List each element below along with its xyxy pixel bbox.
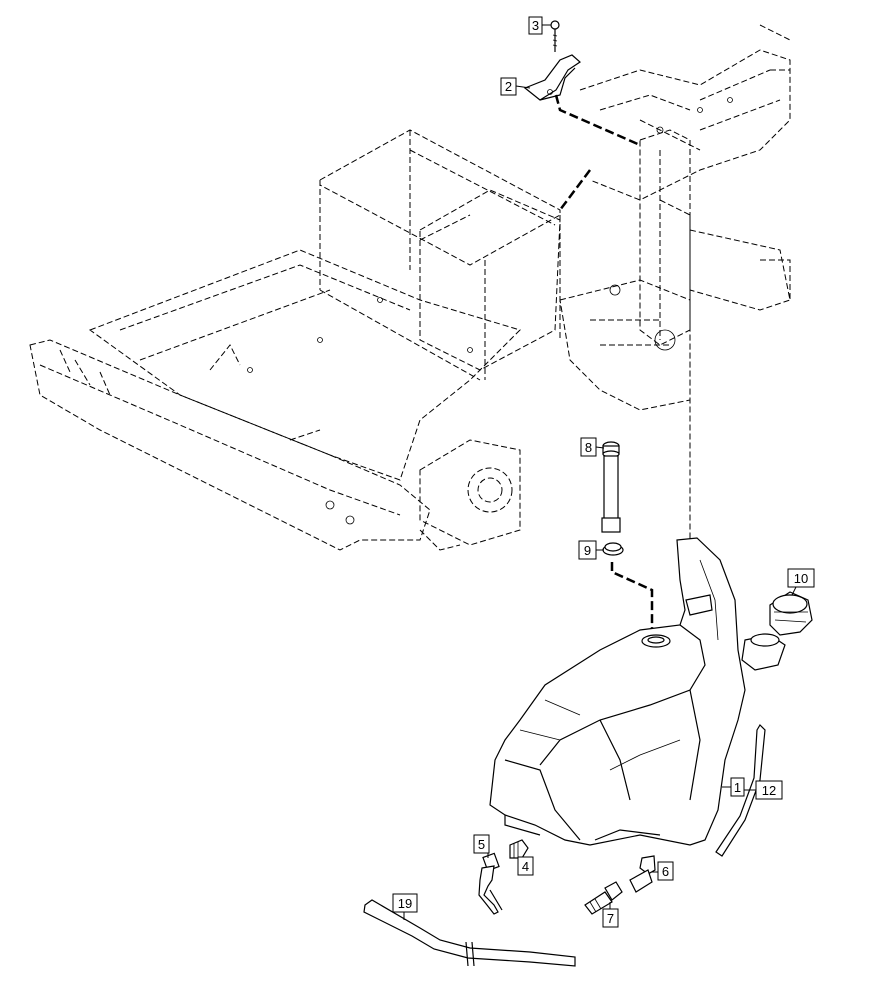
callout-2-label: 2 [505, 79, 512, 94]
part-5-elbow [478, 852, 503, 915]
callout-1-label: 1 [734, 780, 741, 795]
tube-guide-line [610, 562, 654, 640]
callout-12: 12 [755, 780, 783, 800]
callout-1: 1 [730, 777, 745, 797]
part-2-bracket [523, 54, 581, 101]
part-10-fuel-cap [769, 591, 813, 636]
callout-3-label: 3 [532, 18, 539, 33]
tank-filler-neck [741, 633, 786, 671]
part-6-fitting [629, 855, 656, 893]
callout-4: 4 [517, 856, 534, 876]
bracket-guide-line [554, 94, 641, 147]
callout-5: 5 [473, 834, 490, 854]
callout-8-label: 8 [585, 440, 592, 455]
part-19-hose [363, 899, 576, 967]
callout-19-label: 19 [398, 896, 412, 911]
callout-6-label: 6 [662, 864, 669, 879]
callout-5-label: 5 [478, 837, 485, 852]
vehicle-frame [29, 24, 791, 551]
tank-guide-line [659, 199, 691, 540]
part-3-bolt [550, 20, 560, 52]
callout-3: 3 [528, 16, 543, 35]
callout-9-label: 9 [584, 543, 591, 558]
part-9-grommet [602, 542, 624, 556]
part-7-barb [584, 881, 623, 915]
part-4-fitting [509, 839, 529, 859]
callout-19: 19 [392, 893, 418, 913]
callout-2: 2 [500, 77, 517, 96]
part-8-filler-tube [601, 441, 621, 533]
callout-10: 10 [787, 568, 815, 588]
callout-7-label: 7 [607, 911, 614, 926]
callout-6: 6 [657, 861, 674, 881]
part-1-fuel-tank [489, 537, 746, 846]
callout-4-label: 4 [522, 859, 529, 874]
callout-12-label: 12 [762, 783, 776, 798]
mount-guide-line [559, 169, 591, 211]
callout-8: 8 [580, 437, 597, 457]
callout-9: 9 [578, 540, 597, 560]
callout-7: 7 [602, 908, 619, 928]
callout-10-label: 10 [794, 571, 808, 586]
